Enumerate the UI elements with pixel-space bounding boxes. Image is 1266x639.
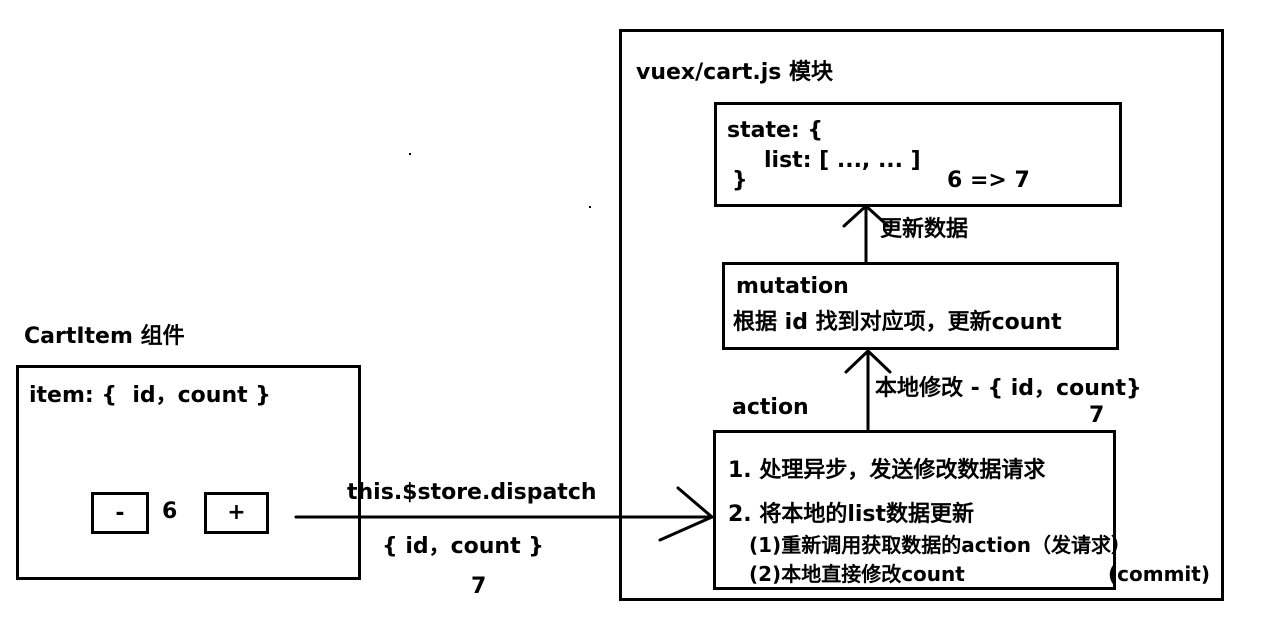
action-line-1: 1. 处理异步，发送修改数据请求	[728, 458, 1046, 483]
minus-button[interactable]: -	[91, 492, 149, 534]
dispatch-arrow	[294, 486, 714, 542]
commit-label: 本地修改 - { id，count}	[875, 376, 1142, 401]
state-line-2: list: [ ..., ... ]	[764, 148, 921, 173]
action-line-3: (1)重新调用获取数据的action（发请求）	[749, 533, 1131, 557]
module-title: vuex/cart.js 模块	[636, 60, 834, 85]
commit-arrow	[844, 349, 892, 432]
action-line-4: (2)本地直接修改count	[749, 562, 965, 586]
dispatch-payload: { id，count }	[382, 534, 544, 559]
state-line-1: state: {	[727, 118, 824, 143]
stray-dot	[409, 153, 411, 155]
mutation-desc: 根据 id 找到对应项，更新count	[733, 310, 1062, 335]
action-line-4-note: (commit)	[1108, 562, 1210, 586]
item-props: item: { id，count }	[29, 383, 271, 408]
state-line-3: }	[732, 168, 748, 193]
plus-button[interactable]: +	[204, 492, 269, 534]
action-box: 1. 处理异步，发送修改数据请求 2. 将本地的list数据更新	[713, 430, 1116, 590]
count-value: 6	[162, 499, 178, 524]
action-title: action	[732, 395, 809, 420]
state-change: 6 => 7	[947, 168, 1030, 193]
cart-item-box: item: { id，count } - 6 +	[16, 365, 361, 580]
mutation-title: mutation	[736, 274, 849, 299]
dispatch-call: this.$store.dispatch	[347, 480, 597, 505]
vuex-module-box	[619, 29, 1224, 601]
action-line-2: 2. 将本地的list数据更新	[728, 502, 975, 527]
state-box: state: { list: [ ..., ... ] } 6 => 7	[714, 102, 1122, 207]
minus-label: -	[115, 501, 125, 526]
plus-label: +	[227, 500, 246, 525]
dispatch-value: 7	[471, 574, 487, 599]
mutation-box: mutation 根据 id 找到对应项，更新count	[722, 262, 1119, 350]
stray-dot	[589, 206, 591, 208]
component-title: CartItem 组件	[24, 324, 185, 349]
commit-value: 7	[1089, 403, 1105, 428]
update-label: 更新数据	[880, 217, 969, 242]
